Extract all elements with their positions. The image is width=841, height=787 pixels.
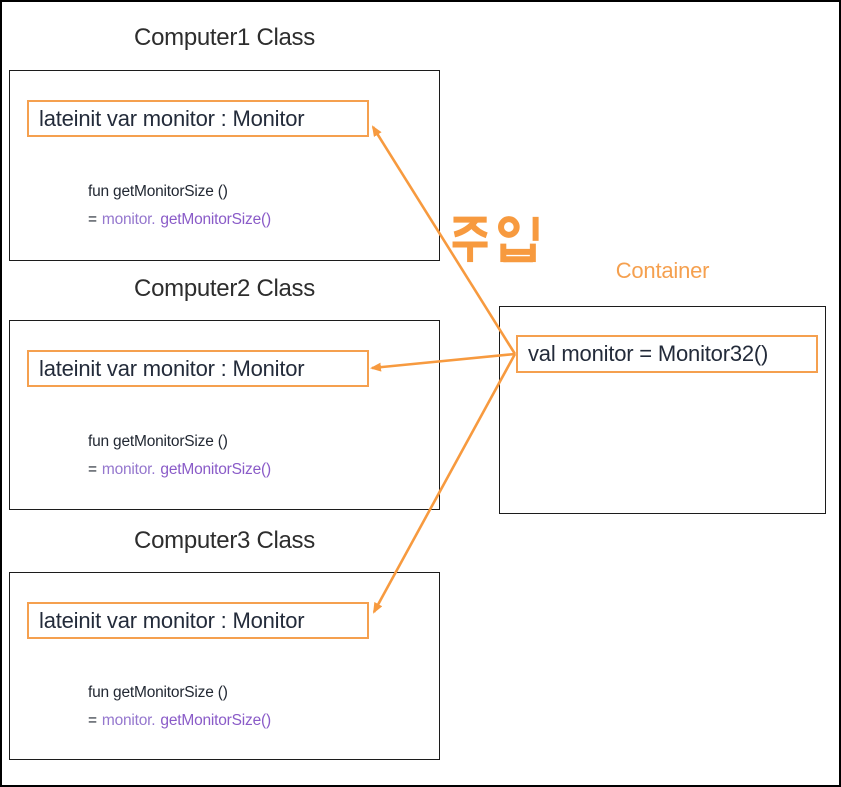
method-call: getMonitorSize() (160, 712, 271, 729)
method-body: =monitor.getMonitorSize() (88, 712, 271, 730)
injection-label (452, 216, 539, 263)
class-box-computer3: lateinit var monitor : Monitor fun getMo… (9, 572, 440, 760)
class-title-computer2: Computer2 Class (134, 275, 315, 302)
method-body: =monitor.getMonitorSize() (88, 211, 271, 229)
class-box-computer2: lateinit var monitor : Monitor fun getMo… (9, 320, 440, 510)
receiver-ref: monitor. (101, 211, 156, 228)
method-call: getMonitorSize() (160, 211, 271, 228)
equals-sign: = (88, 712, 97, 729)
class-box-computer1: lateinit var monitor : Monitor fun getMo… (9, 70, 440, 261)
field-declaration: lateinit var monitor : Monitor (27, 602, 369, 639)
method-signature: fun getMonitorSize () (88, 183, 228, 200)
method-call: getMonitorSize() (160, 461, 271, 478)
field-declaration: lateinit var monitor : Monitor (27, 350, 369, 387)
method-signature: fun getMonitorSize () (88, 433, 228, 450)
class-title-computer1: Computer1 Class (134, 24, 315, 51)
equals-sign: = (88, 461, 97, 478)
binding-declaration: val monitor = Monitor32() (516, 335, 818, 373)
receiver-ref: monitor. (101, 712, 156, 729)
equals-sign: = (88, 211, 97, 228)
receiver-ref: monitor. (101, 461, 156, 478)
class-title-computer3: Computer3 Class (134, 527, 315, 554)
container-title: Container (615, 258, 710, 283)
field-declaration: lateinit var monitor : Monitor (27, 100, 369, 137)
container-box: val monitor = Monitor32() (499, 306, 826, 514)
method-body: =monitor.getMonitorSize() (88, 461, 271, 479)
method-signature: fun getMonitorSize () (88, 684, 228, 701)
